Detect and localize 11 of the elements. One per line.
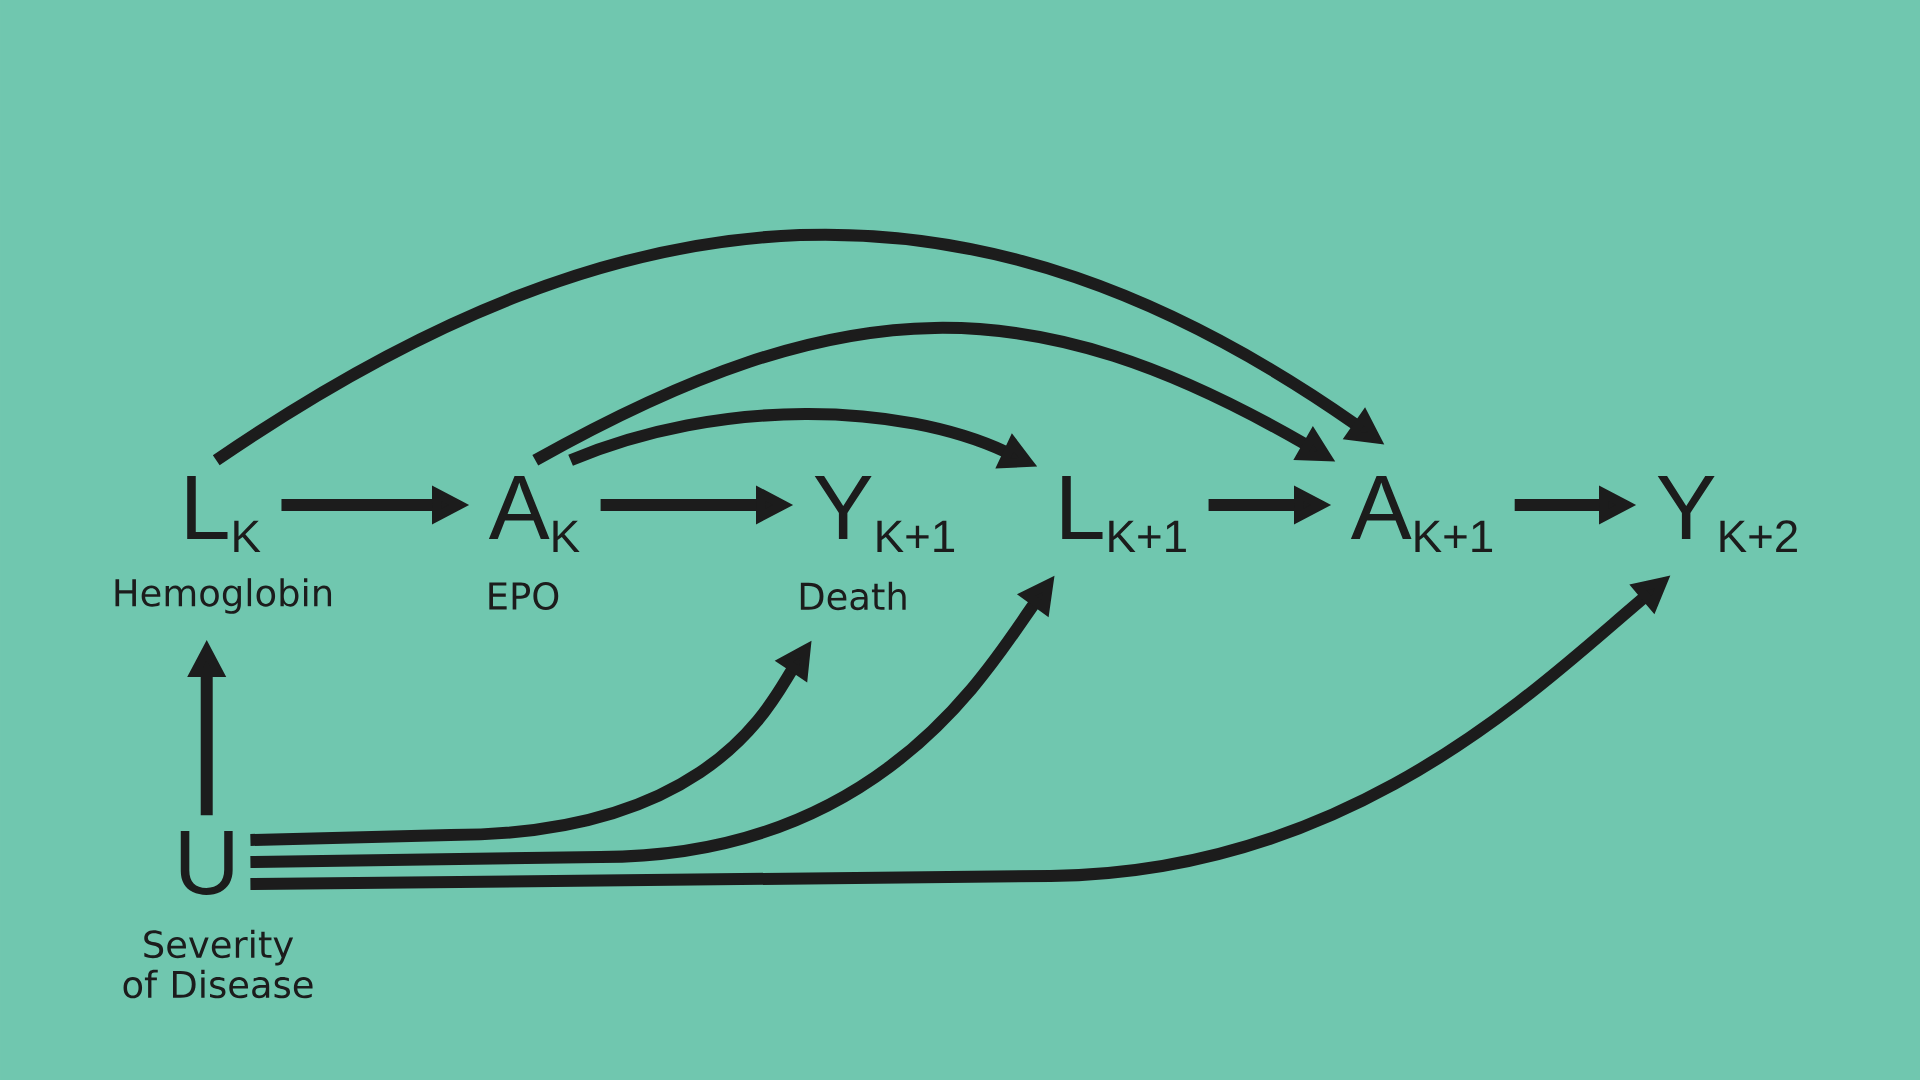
variable-symbol: A$_{K+1}$ — [1350, 476, 1493, 553]
node-caption: Hemoglobin — [115, 578, 332, 614]
variable-symbol: Y$_{K+2}$ — [1657, 476, 1797, 553]
node-caption: Death — [800, 581, 906, 611]
variable-symbol: L$_{K+1}$ — [1062, 476, 1186, 553]
variable-symbol: Y$_{K+1}$ — [814, 476, 955, 553]
node-caption: Severity of Disease — [123, 929, 313, 999]
variable-symbol: U — [180, 831, 233, 895]
node-caption: EPO — [489, 582, 559, 610]
variable-symbol: A$_{K}$ — [488, 476, 580, 553]
variable-symbol: L$_{K}$ — [187, 476, 261, 553]
